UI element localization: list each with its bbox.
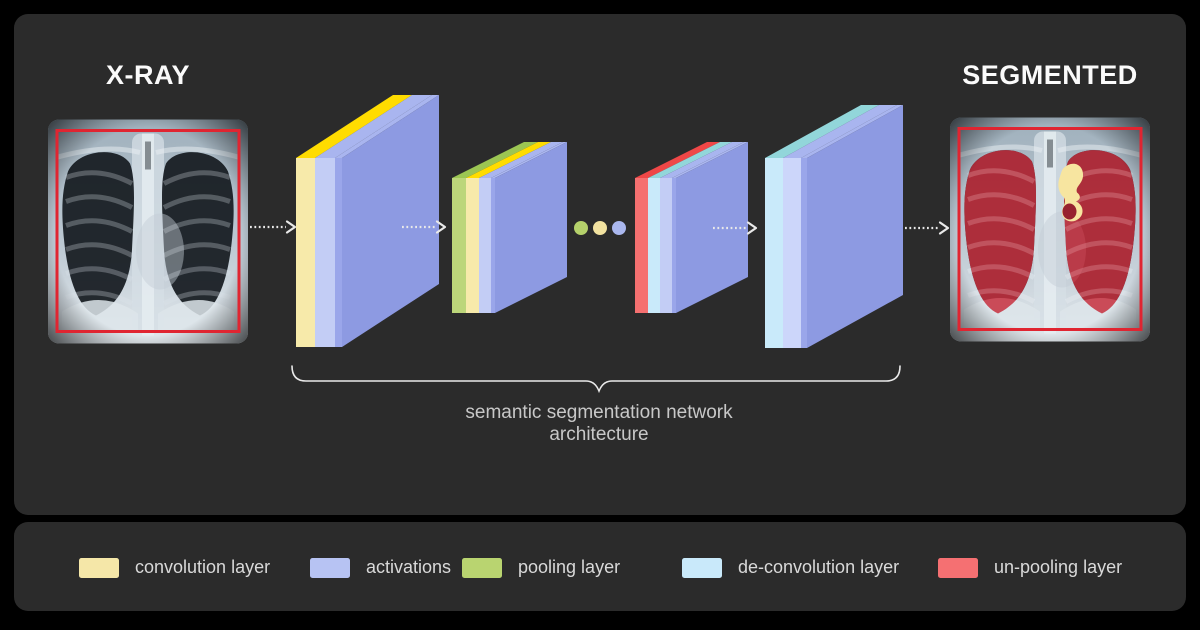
- unpooling-layer-top: [635, 142, 720, 178]
- pooling-layer-top: [452, 142, 538, 178]
- decoder-block-1-block: [635, 142, 748, 313]
- xray-title: X-RAY: [105, 60, 191, 90]
- flow-arrow-icon: [250, 220, 297, 234]
- pooling-layer-front: [452, 178, 466, 313]
- decoder-block-2-block: [765, 105, 903, 348]
- activations-layer-top: [315, 95, 432, 158]
- legend-item: pooling layer: [462, 557, 620, 578]
- bounding-box: [55, 129, 241, 333]
- deconvolution-layer-top: [765, 105, 879, 158]
- xray-photo: [48, 119, 248, 344]
- activations-layer-front: [479, 178, 491, 313]
- activations_edge-layer-front: [801, 158, 807, 348]
- caption-line-2: architecture: [549, 424, 649, 445]
- encoder-block-1-block: [296, 95, 439, 347]
- activations_edge-layer-top: [672, 142, 748, 178]
- convolution-layer-front: [466, 178, 479, 313]
- segmented-image: [950, 117, 1150, 342]
- deconvolution-layer-top: [648, 142, 732, 178]
- legend-item: activations: [310, 557, 451, 578]
- flow-arrow-icon: [905, 221, 950, 235]
- deconvolution-layer-front: [648, 178, 660, 313]
- activations-face: [342, 95, 439, 347]
- ellipsis-dot: [593, 221, 607, 235]
- xray-photo: [950, 117, 1150, 342]
- diagram-caption: semantic segmentation network architectu…: [399, 402, 799, 446]
- ellipsis-dots: [574, 221, 626, 235]
- activations_light-layer-front: [783, 158, 801, 348]
- activations-layer-top: [660, 142, 744, 178]
- convolution-layer-top: [296, 95, 412, 158]
- activations-face: [676, 142, 748, 313]
- legend-panel: convolution layer activations pooling laye…: [14, 522, 1186, 611]
- caption-line-1: semantic segmentation network: [465, 402, 733, 423]
- legend-item: convolution layer: [79, 557, 270, 578]
- brace: [291, 365, 901, 394]
- activations-face: [495, 142, 567, 313]
- legend-swatch: [310, 557, 350, 578]
- activations_edge-layer-top: [335, 95, 439, 158]
- legend-swatch: [462, 557, 502, 578]
- ellipsis-dot: [574, 221, 588, 235]
- encoder-block-2-block: [452, 142, 567, 313]
- activations-face: [807, 105, 903, 348]
- legend-item: de-convolution layer: [682, 557, 899, 578]
- legend-swatch: [79, 557, 119, 578]
- legend-label: convolution layer: [135, 557, 271, 577]
- legend-item: un-pooling layer: [938, 557, 1122, 578]
- activations_edge-layer-front: [672, 178, 676, 313]
- flow-arrow-icon: [402, 220, 447, 234]
- legend-label: activations: [366, 557, 452, 577]
- activations-layer-top: [479, 142, 563, 178]
- bounding-box: [957, 127, 1143, 331]
- segmented-title: SEGMENTED: [962, 60, 1138, 90]
- convolution-layer-front: [296, 158, 315, 347]
- legend-label: pooling layer: [518, 557, 621, 577]
- legend-swatch: [682, 557, 722, 578]
- activations_edge-layer-front: [335, 158, 342, 347]
- xray-image: [48, 119, 248, 344]
- legend-label: de-convolution layer: [738, 557, 900, 577]
- convolution-layer-top: [466, 142, 551, 178]
- legend-label: un-pooling layer: [994, 557, 1123, 577]
- deconvolution-layer-front: [765, 158, 783, 348]
- activations-layer-front: [660, 178, 672, 313]
- activations_edge-layer-front: [491, 178, 495, 313]
- flow-arrow-icon: [713, 221, 758, 235]
- activations-layer-front: [315, 158, 335, 347]
- unpooling-layer-front: [635, 178, 648, 313]
- legend-swatch: [938, 557, 978, 578]
- activations_edge-layer-top: [801, 105, 903, 158]
- activations_light-layer-top: [783, 105, 897, 158]
- ellipsis-dot: [612, 221, 626, 235]
- activations_edge-layer-top: [491, 142, 567, 178]
